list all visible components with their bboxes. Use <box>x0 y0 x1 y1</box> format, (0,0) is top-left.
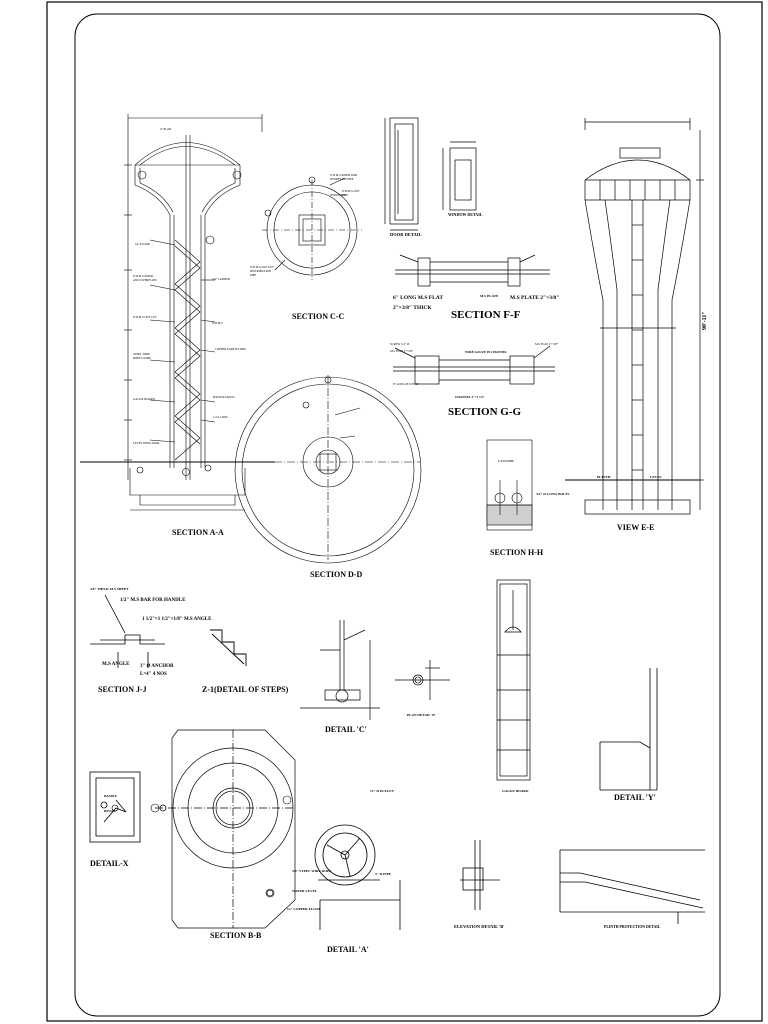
plinth-detail-drawing <box>559 849 705 924</box>
svg-text:6"Ø M.S OUT LET: 6"Ø M.S OUT LET <box>133 315 157 319</box>
ff-thick-note: 2"×3/8" THICK <box>393 305 432 311</box>
svg-text:PIPE: PIPE <box>250 273 256 277</box>
hh-concrete-note: 1:2:4 CONC <box>498 459 514 463</box>
section-g-g-callouts: SCREW 1/4" Ø M.S FLAT 2"×3/8" 6" LONG M.S… <box>390 342 559 386</box>
svg-text:6" LONG M.S FLAT: 6" LONG M.S FLAT <box>393 382 419 386</box>
ff-flat-right-note: M.S PLATE 2"×3/8" <box>510 295 559 301</box>
svg-text:PIPE: PIPE <box>342 193 348 197</box>
gg-channel-note: CHANNEL 3"×1 1/2" <box>455 395 485 399</box>
section-markers <box>111 676 422 898</box>
svg-text:GAUGE BOARD: GAUGE BOARD <box>133 397 156 401</box>
svg-text:HAND RAILING: HAND RAILING <box>213 395 236 399</box>
section-c-c-title: SECTION C-C <box>292 312 344 321</box>
detail-x-hinges-note: HINGES <box>104 809 116 813</box>
plinth-detail-title: PLINTH PROTECTION DETAIL <box>604 925 661 929</box>
svg-text:STEEL WIRE: STEEL WIRE <box>133 352 150 356</box>
jj-sheet-note: 3/8" THICK M.S SHEET <box>90 587 129 591</box>
section-b-b-drawing <box>155 729 296 929</box>
svg-text:6"Ø M.S: 6"Ø M.S <box>212 321 223 325</box>
steps-detail-title: Z-1(DETAIL OF STEPS) <box>202 685 289 694</box>
svg-text:M.S FLAT 2"×3/8": M.S FLAT 2"×3/8" <box>535 342 559 346</box>
section-a-a-title: SECTION A-A <box>172 528 224 537</box>
section-j-j-title: SECTION J-J <box>98 685 147 694</box>
section-f-f-drawing <box>395 254 550 287</box>
detail-y-drawing <box>599 668 658 791</box>
section-a-a-callouts: S.L.FLOOR 6"Ø M.S RISER AND OVERFLOW 6"Ø M… <box>133 127 246 445</box>
door-detail-title: DOOR DETAIL <box>390 232 422 237</box>
svg-text:DISTRIBUTION: DISTRIBUTION <box>250 269 272 273</box>
svg-text:6"Ø M.S RISER AND: 6"Ø M.S RISER AND <box>330 173 358 177</box>
svg-text:ROPE GUIDE: ROPE GUIDE <box>133 356 151 360</box>
gg-grating-note: WIRE GAUZE IN CHANNEL <box>465 350 507 354</box>
gauge-board-title: GAUGE BOARD <box>502 789 529 793</box>
detail-x-handle-note: HANDLE <box>104 794 117 798</box>
jj-anchor-note: 3" Ø ANCHOR <box>140 664 174 669</box>
section-j-j-drawing <box>90 594 165 668</box>
detail-a-drawing <box>314 824 401 930</box>
section-titles: SECTION A-A SECTION C-C SECTION D-D SECT… <box>98 309 654 940</box>
detail-x-drawing <box>89 771 141 843</box>
detail-a-water-note: WATER LEVEL <box>292 889 318 893</box>
detail-c-title: DETAIL 'C' <box>325 725 367 734</box>
sheet-frame <box>46 1 763 1022</box>
detail-a-pipe-note: 3" Ø PIPE <box>375 872 392 876</box>
svg-text:AND OVERFLOW: AND OVERFLOW <box>133 278 157 282</box>
detail-a-pulley-note: 12" Ø PULLEY <box>370 789 395 793</box>
view-e-e-title: VIEW E-E <box>617 523 654 532</box>
detail-a-float-note: 12" COPPER FLOAT <box>287 907 321 911</box>
ff-plate-note: M.S PLATE <box>480 294 499 298</box>
gauge-board-drawing <box>496 579 531 781</box>
jj-anchor2-note: L=4" 4 NOS <box>140 672 167 677</box>
detail-titles: DOOR DETAIL WINDOW DETAIL Z-1(DETAIL OF … <box>90 212 661 954</box>
svg-text:LEVEL INDICATOR: LEVEL INDICATOR <box>133 441 159 445</box>
steps-detail-drawing <box>210 629 247 666</box>
section-g-g-title: SECTION G-G <box>448 406 521 418</box>
section-f-f-title: SECTION F-F <box>451 309 521 321</box>
svg-text:3/4" LADDER: 3/4" LADDER <box>212 277 230 281</box>
svg-text:1:2:4 CONC: 1:2:4 CONC <box>213 415 228 419</box>
svg-text:M.S FLAT 2"×3/8": M.S FLAT 2"×3/8" <box>390 349 414 353</box>
plan-detail-b-drawing <box>395 660 450 700</box>
section-c-c-drawing <box>262 176 362 280</box>
annotation-notes: 6" LONG M.S FLAT 2"×3/8" THICK M.S PLATE… <box>90 294 708 911</box>
ff-flat-left-note: 6" LONG M.S FLAT <box>393 295 443 301</box>
svg-text:COPPER EARTH STRIP: COPPER EARTH STRIP <box>215 347 246 351</box>
svg-text:6"Ø M.S OUT LET: 6"Ø M.S OUT LET <box>250 265 274 269</box>
section-b-b-title: SECTION B-B <box>210 931 262 940</box>
hh-bolts-note: 3/4" Ø LONG BOLTS <box>536 492 569 496</box>
section-a-a-drawing <box>80 114 275 511</box>
svg-text:SCREW 1/4" Ø: SCREW 1/4" Ø <box>390 342 410 346</box>
svg-text:4" PLAN: 4" PLAN <box>160 127 172 131</box>
detail-c-drawing <box>300 620 380 720</box>
detail-a-steel-note: 3/8" STEEL WIRE ROPE <box>292 869 332 873</box>
view-e-height-note: 90'-11" <box>702 311 708 330</box>
view-e-plinth-note: PLINTH <box>597 475 611 479</box>
window-detail-title: WINDOW DETAIL <box>448 212 483 217</box>
plan-detail-b-title: PLAN DETAIL 'B' <box>407 713 436 717</box>
detail-y-title: DETAIL 'Y' <box>614 793 656 802</box>
svg-text:6"Ø M.S RISER: 6"Ø M.S RISER <box>133 274 153 278</box>
svg-text:OVERFLOW PIPE: OVERFLOW PIPE <box>330 177 354 181</box>
jj-angle2-note: M.S ANGLE <box>102 662 130 667</box>
view-e-e-drawing <box>565 118 704 515</box>
elevation-detail-b-drawing <box>460 840 500 910</box>
section-h-h-title: SECTION H-H <box>490 548 544 557</box>
detail-a-title: DETAIL 'A' <box>327 945 369 954</box>
section-d-d-drawing <box>234 375 422 564</box>
detail-x-title: DETAIL-X <box>90 859 129 868</box>
jj-angle-note: 1 1/2"×1 1/2"×1/8" M.S ANGLE <box>142 617 212 622</box>
svg-text:S.L.FLOOR: S.L.FLOOR <box>135 242 150 246</box>
window-detail-drawing <box>442 141 477 211</box>
section-d-d-title: SECTION D-D <box>310 570 362 579</box>
svg-text:6"Ø M.S OUT: 6"Ø M.S OUT <box>342 189 360 193</box>
door-detail-drawing <box>384 117 419 231</box>
view-e-level-note: LEVEL <box>650 475 663 479</box>
section-g-g-drawing <box>393 345 555 385</box>
section-h-h-drawing <box>486 439 533 531</box>
elevation-detail-b-title: ELEVATION DETAIL 'B' <box>454 924 505 929</box>
jj-bar-note: 1/2" M.S BAR FOR HANDLE <box>120 598 186 603</box>
